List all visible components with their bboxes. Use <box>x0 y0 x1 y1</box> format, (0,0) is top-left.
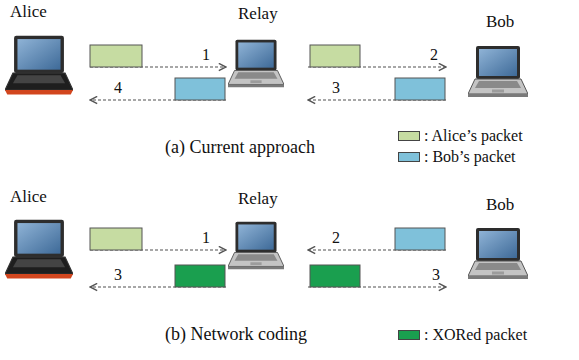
laptop-node: Relay <box>226 5 308 95</box>
alice-laptop <box>5 220 73 279</box>
bob-packet <box>395 78 445 100</box>
step-number: 1 <box>200 47 212 63</box>
laptop-node: Bob <box>446 13 536 105</box>
legend-swatch <box>398 131 420 141</box>
step-number: 1 <box>200 230 212 246</box>
laptop-node: Relay <box>226 190 308 282</box>
xored-packet <box>175 265 225 287</box>
laptop-node: Bob <box>446 196 536 291</box>
legend-text: : Bob’s packet <box>424 148 516 166</box>
panel-caption: (b) Network coding <box>165 325 307 345</box>
bob-laptop <box>468 228 528 279</box>
alice-laptop <box>5 36 73 95</box>
xored-packet <box>310 265 360 287</box>
alice-packet <box>310 45 360 67</box>
step-number: 3 <box>330 80 342 96</box>
legend-swatch <box>398 330 420 340</box>
node-name: Relay <box>238 190 278 209</box>
legend-swatch <box>398 152 420 162</box>
alice-packet <box>90 228 142 250</box>
relay-laptop <box>228 40 284 88</box>
bob-laptop <box>468 46 528 97</box>
step-number: 4 <box>112 80 124 96</box>
bob-packet <box>395 228 445 250</box>
laptop-node: Alice <box>5 3 90 103</box>
panel-caption: (a) Current approach <box>165 138 315 158</box>
step-number: 3 <box>112 267 124 283</box>
node-name: Bob <box>486 13 514 32</box>
laptop-node: Alice <box>5 188 90 288</box>
relay-laptop <box>228 222 284 270</box>
node-name: Alice <box>10 3 47 22</box>
node-name: Bob <box>486 196 514 215</box>
node-name: Alice <box>10 188 47 207</box>
step-number: 3 <box>430 267 442 283</box>
legend-text: : Alice’s packet <box>424 127 523 145</box>
step-number: 2 <box>330 230 342 246</box>
bob-packet <box>175 78 225 100</box>
node-name: Relay <box>238 5 278 24</box>
step-number: 2 <box>428 47 440 63</box>
alice-packet <box>90 45 142 67</box>
legend-text: : XORed packet <box>424 326 527 344</box>
